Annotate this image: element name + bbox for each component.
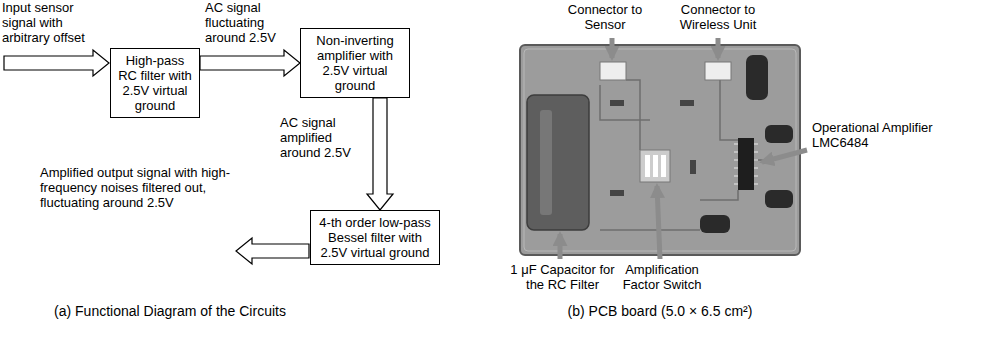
input-arrow (4, 50, 109, 76)
leader-arrow (610, 38, 615, 58)
annotation-text: Amplified output signal with high-freque… (40, 165, 235, 210)
process-box: High-pass RC filter with 2.5V virtual gr… (110, 48, 200, 118)
process-box: 4-th order low-pass Bessel filter with 2… (310, 210, 440, 265)
leader-arrow (762, 150, 807, 162)
capacitor (765, 125, 793, 143)
edge-label: AC signal amplified around 2.5V (280, 115, 362, 160)
annotation-text: Connector to Wireless Unit (668, 2, 768, 32)
dip-switch (640, 150, 670, 182)
switch-slot (653, 155, 658, 177)
opamp-chip (738, 138, 754, 190)
chip-pins (734, 144, 758, 184)
capacitor (700, 215, 730, 233)
box-text: High-pass RC filter with 2.5V virtual gr… (115, 53, 195, 113)
block-arrow (367, 98, 393, 210)
resistor (610, 100, 624, 106)
annotation-text: Connector to Sensor (550, 2, 660, 32)
film-capacitor (527, 95, 589, 230)
process-box: Non-inverting amplifier with 2.5V virtua… (300, 28, 410, 98)
annotation-text: 1 μF Capacitor for the RC Filter (505, 262, 620, 292)
capacitor (765, 190, 793, 208)
figure-caption: (a) Functional Diagram of the Circuits (20, 303, 320, 319)
capacitor-marking (540, 110, 552, 215)
switch-slot (645, 155, 650, 177)
annotation-text: Amplification Factor Switch (612, 262, 712, 292)
annotation-text: Operational Amplifier LMC6484 (812, 120, 937, 150)
block-arrow (200, 50, 300, 76)
box-text: 4-th order low-pass Bessel filter with 2… (315, 215, 435, 260)
sensor-connector (600, 62, 626, 80)
leader-arrow (558, 234, 563, 259)
leader-arrow (716, 38, 721, 58)
annotation-text: Input sensor signal with arbitrary offse… (2, 0, 110, 45)
pcb-trace (600, 80, 770, 230)
output-arrow (236, 238, 309, 264)
leader-arrow (657, 186, 660, 259)
resistor (610, 190, 624, 196)
resistor (680, 100, 694, 106)
figure-caption: (b) PCB board (5.0 × 6.5 cm²) (510, 303, 810, 319)
electrolytic-capacitor (746, 55, 768, 100)
box-text: Non-inverting amplifier with 2.5V virtua… (305, 33, 405, 93)
switch-slot (661, 155, 666, 177)
wireless-connector (705, 62, 731, 80)
edge-label: AC signal fluctuating around 2.5V (205, 0, 293, 45)
resistor (690, 160, 696, 174)
